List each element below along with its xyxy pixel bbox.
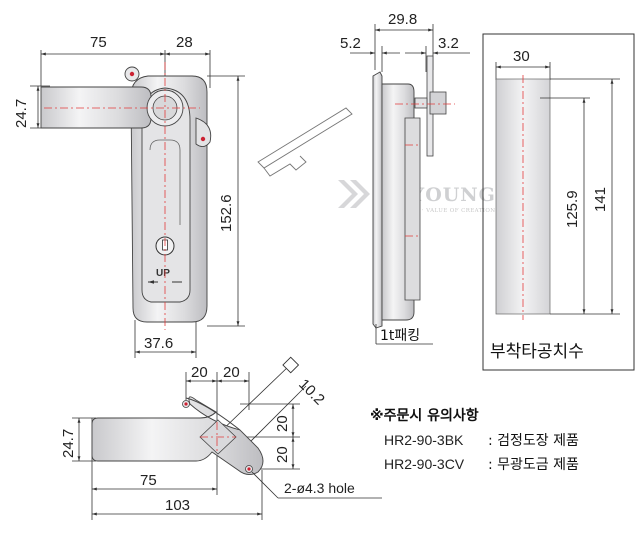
dim-text-shaft-offset: 3.2 xyxy=(438,35,459,52)
dim-text-cutout-width: 30 xyxy=(513,48,530,65)
mounting-ear-side xyxy=(195,117,212,147)
dim-text-flange-offset: 5.2 xyxy=(340,35,361,52)
dim-text-pitch-c: 20 xyxy=(274,415,291,432)
bottom-view: 10.2 20 20 20 20 24.7 75 103 2-ø4.3 hole xyxy=(60,356,382,520)
sketch-outline xyxy=(263,155,307,177)
side-view: 29.8 5.2 3.2 1t패킹 xyxy=(340,11,470,345)
bottom-part xyxy=(91,396,264,475)
dim-text-handle-length: 75 xyxy=(90,34,107,51)
dim-text-pitch-d: 20 xyxy=(274,446,291,463)
notes-title: ※주문시 유의사항 xyxy=(370,407,479,424)
dim-text-cutout-total-height: 141 xyxy=(592,187,609,212)
handle-arm xyxy=(40,86,152,129)
label-up: UP xyxy=(156,268,170,279)
cutout-panel: 30 125.9 141 부착타공치수 xyxy=(482,33,635,371)
note-code-1: HR2-90-3BK xyxy=(384,432,464,448)
dim-text-height-bottom: 24.7 xyxy=(60,429,77,458)
dim-text-total-length: 103 xyxy=(165,497,190,514)
mounting-hole-icon xyxy=(129,71,135,77)
key-sketch xyxy=(257,107,353,177)
note-desc-2: : 무광도금 제품 xyxy=(488,457,579,473)
dim-text-angle: 10.2 xyxy=(295,376,328,409)
dim-text-total-height: 152.6 xyxy=(218,194,235,232)
buyoung-logo-icon xyxy=(338,180,370,208)
cam-nut xyxy=(429,91,447,115)
cutout-title: 부착타공치수 xyxy=(490,342,584,362)
ext-line-angled xyxy=(214,364,291,438)
side-body-inner xyxy=(404,117,421,301)
note-desc-1: : 검정도장 제품 xyxy=(488,433,579,449)
flange-plate xyxy=(372,71,383,329)
hole-center-icon xyxy=(184,402,188,406)
dim-text-handle-height: 24.7 xyxy=(13,99,30,128)
leader-line xyxy=(251,471,279,499)
dim-text-body-width-top: 28 xyxy=(176,34,193,51)
gasket-label: 1t패킹 xyxy=(380,328,420,344)
dim-text-handle-length-bottom: 75 xyxy=(140,472,157,489)
sketch-outline xyxy=(257,107,353,169)
dim-text-overall-depth: 29.8 xyxy=(388,11,417,28)
dim-text-pitch-a: 20 xyxy=(191,364,208,381)
hole-center-icon xyxy=(247,467,251,471)
holes-callout: 2-ø4.3 hole xyxy=(284,480,355,496)
shaft xyxy=(414,97,428,109)
cutout-frame xyxy=(482,33,635,371)
dim-text-body-width-bottom: 37.6 xyxy=(144,335,173,352)
square-symbol-icon xyxy=(282,356,300,374)
front-view: 75 28 24.7 152.6 37.6 UP xyxy=(13,34,245,358)
bottom-part-edge xyxy=(185,397,241,431)
dim-text-pitch-b: 20 xyxy=(223,364,240,381)
watermark-tagline: INNOVATION · VALUE OF CREATION ENERGY xyxy=(377,208,525,214)
slot-outline xyxy=(149,139,181,225)
mounting-hole-icon xyxy=(200,136,206,142)
order-notes: ※주문시 유의사항 HR2-90-3BK : 검정도장 제품 HR2-90-3C… xyxy=(370,407,579,473)
dim-text-hole-height: 125.9 xyxy=(564,190,581,228)
note-code-2: HR2-90-3CV xyxy=(384,456,465,472)
